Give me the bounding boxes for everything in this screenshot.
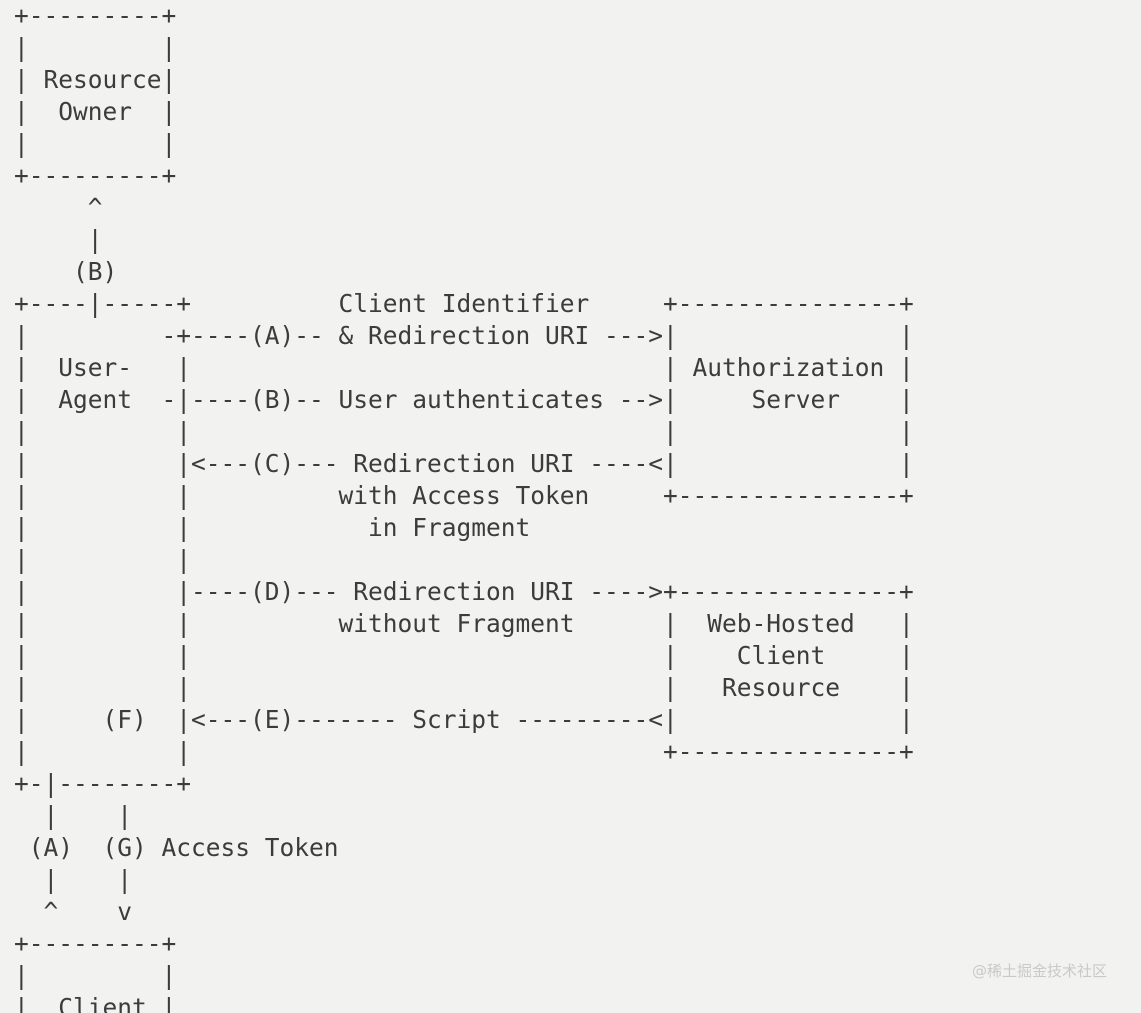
watermark-label: @稀土掘金技术社区 — [971, 962, 1107, 980]
oauth-implicit-flow-ascii-diagram: +---------+ | | | Resource| | Owner | | … — [14, 1, 914, 1013]
